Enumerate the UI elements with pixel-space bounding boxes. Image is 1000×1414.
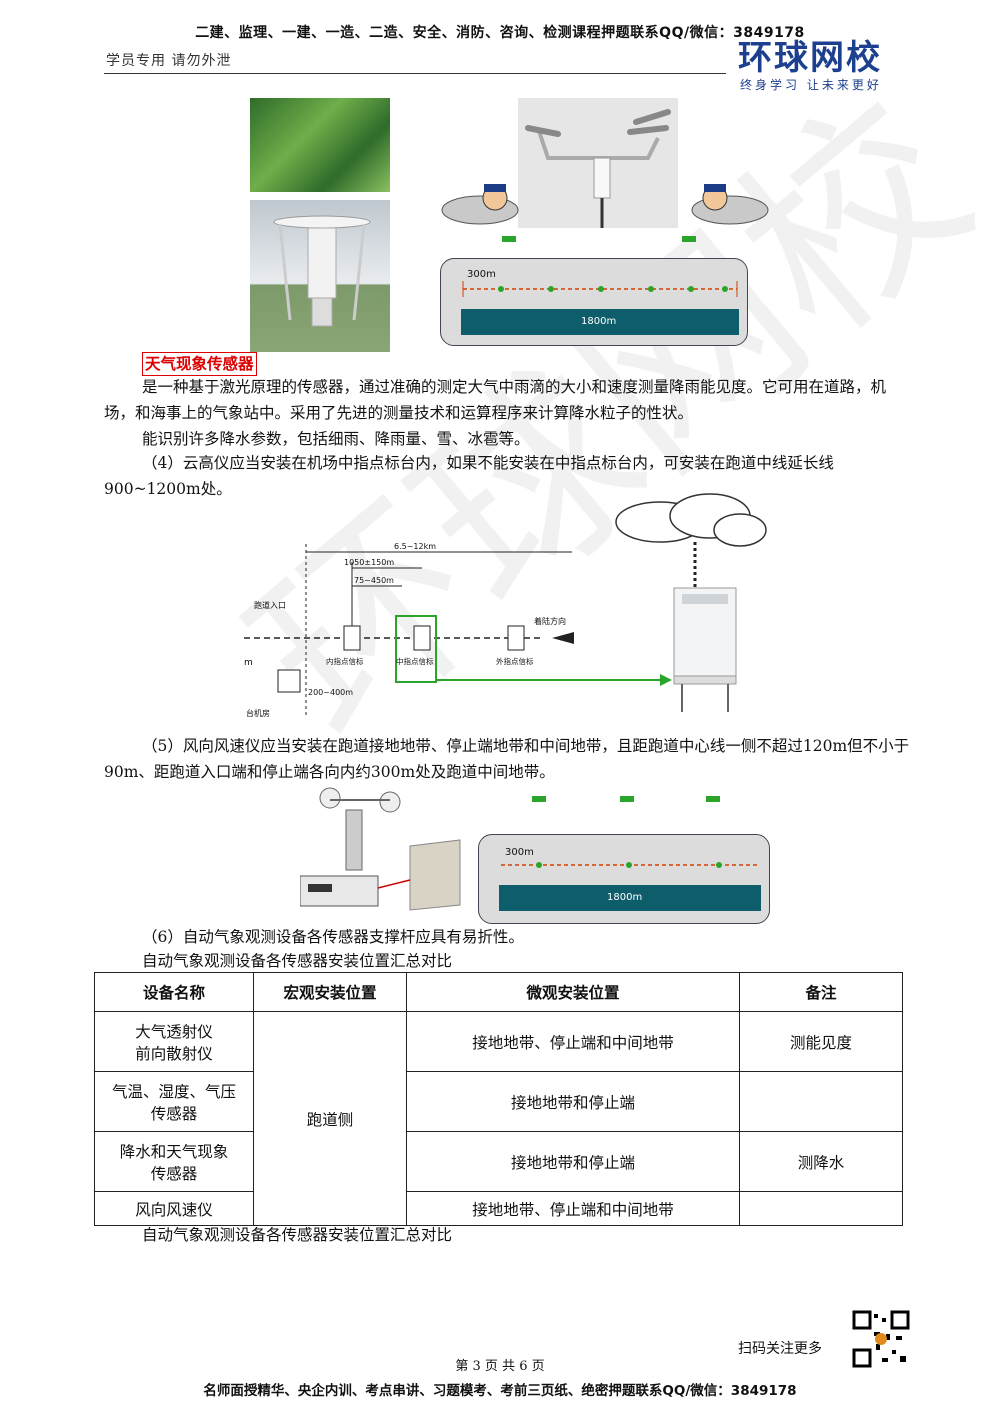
cell-note <box>739 1071 903 1132</box>
para-sensor-desc: 是一种基于激光原理的传感器，通过准确的测定大气中雨滴的大小和速度测量降雨能见度。… <box>104 378 887 422</box>
table-caption: 自动气象观测设备各传感器安装位置汇总对比 <box>142 952 453 970</box>
header-macro: 宏观安装位置 <box>253 972 407 1012</box>
logo: 环球网校 终身学习 让未来更好 <box>738 40 918 93</box>
scale-300m-label: 300m <box>467 269 496 280</box>
cell-micro: 接地地带、停止端和中间地带 <box>406 1191 740 1226</box>
table-header-row: 设备名称 宏观安装位置 微观安装位置 备注 <box>94 972 903 1012</box>
table-caption-after: 自动气象观测设备各传感器安装位置汇总对比 <box>142 1226 453 1244</box>
cell-micro: 接地地带和停止端 <box>406 1071 740 1132</box>
header-top-line: 二建、监理、一建、一造、二造、安全、消防、咨询、检测课程押题联系QQ/微信：38… <box>195 25 805 41</box>
cell-name: 气温、湿度、气压传感器 <box>94 1071 254 1132</box>
marker-green-1 <box>502 236 516 242</box>
cell-name: 降水和天气现象传感器 <box>94 1131 254 1192</box>
rain-bamboo-photo <box>250 98 390 192</box>
cell-name: 大气透射仪前向散射仪 <box>94 1011 254 1072</box>
header-name: 设备名称 <box>94 972 254 1012</box>
outer-marker-label: 外指点信标 <box>496 657 534 666</box>
cell-micro: 接地地带和停止端 <box>406 1131 740 1192</box>
station-label: 台机房 <box>246 709 270 718</box>
cell-micro: 接地地带、停止端和中间地带 <box>406 1011 740 1072</box>
marker-diagram-drawing <box>244 544 574 718</box>
airplane-left-icon <box>441 184 519 225</box>
runway-diagram-1: 300m 1800m <box>440 258 748 346</box>
footer-bottom-line: 名师面授精华、央企内训、考点串讲、习题模考、考前三页纸、绝密押题联系QQ/微信：… <box>203 1383 797 1399</box>
m-label: m <box>244 658 253 668</box>
table-row: 大气透射仪前向散射仪 跑道侧 接地地带、停止端和中间地带 测能见度 <box>94 1011 903 1226</box>
header-divider <box>104 73 726 74</box>
runway-entrance-label: 跑道入口 <box>254 601 286 610</box>
para-sensor-params: 能识别许多降水参数，包括细雨、降雨量、雪、冰雹等。 <box>142 430 530 448</box>
dist-inner-label: 75~450m <box>354 576 394 585</box>
inner-marker-label: 内指点信标 <box>326 657 364 666</box>
cell-note: 测降水 <box>739 1131 903 1192</box>
weather-sensor-photo <box>518 98 678 228</box>
precipitation-sensor-drawing <box>273 215 371 327</box>
logo-main-text: 环球网校 <box>738 38 882 78</box>
table-row: 降水和天气现象传感器 接地地带和停止端 测降水 <box>94 1131 903 1192</box>
marker-green-3 <box>532 796 546 802</box>
marker-diagram: 6.5~12km 1050±150m 75~450m 跑道入口 着陆方向 内指点… <box>244 538 584 722</box>
cell-name: 风向风速仪 <box>94 1191 254 1226</box>
table-row: 气温、湿度、气压传感器 接地地带和停止端 <box>94 1071 903 1132</box>
runway-diagram-2: 300m 1800m <box>478 834 770 924</box>
para-anemometer: （5）风向风速仪应当安装在跑道接地地带、停止端地带和中间地带，且距跑道中心线一侧… <box>104 737 910 781</box>
precipitation-sensor-photo <box>250 200 390 352</box>
cell-note <box>739 1191 903 1226</box>
marker-green-2 <box>682 236 696 242</box>
ceilometer-drawing <box>435 493 767 712</box>
anemometer-drawing <box>300 787 461 911</box>
header-micro: 微观安装位置 <box>406 972 740 1012</box>
middle-marker-label: 中指点信标 <box>396 657 434 666</box>
summary-table: 设备名称 宏观安装位置 微观安装位置 备注 大气透射仪前向散射仪 跑道侧 接地地… <box>94 972 903 1226</box>
qr-code-icon[interactable] <box>852 1310 910 1368</box>
cell-macro: 跑道侧 <box>253 1011 407 1226</box>
logo-sub-text: 终身学习 让未来更好 <box>740 78 882 92</box>
scale-1800m-label: 1800m <box>581 316 617 327</box>
dist-side-label: 200~400m <box>308 688 354 697</box>
scan-prompt: 扫码关注更多 <box>738 1341 822 1357</box>
section-title: 天气现象传感器 <box>142 352 257 376</box>
weather-sensor-drawing <box>525 109 671 228</box>
airplane-right-icon <box>691 184 769 225</box>
scale-300m-label-2: 300m <box>505 847 534 858</box>
dist-total-label: 6.5~12km <box>394 542 437 551</box>
header-left-note: 学员专用 请勿外泄 <box>106 53 232 69</box>
marker-green-5 <box>706 796 720 802</box>
runway-diagram-1-drawing <box>461 281 739 335</box>
cloud-icon <box>615 493 767 547</box>
airplane-cartoons <box>441 184 769 242</box>
landing-direction-label: 着陆方向 <box>534 617 566 626</box>
marker-green-4 <box>620 796 634 802</box>
marker-row <box>532 796 720 802</box>
page-number: 第 3 页 共 6 页 <box>455 1359 545 1374</box>
para-ceilometer: （4）云高仪应当安装在机场中指点标台内，如果不能安装在中指点标台内，可安装在跑道… <box>104 454 834 498</box>
table-row: 风向风速仪 接地地带、停止端和中间地带 <box>94 1191 903 1226</box>
runway-diagram-2-drawing <box>499 862 761 911</box>
scale-1800m-label-2: 1800m <box>607 892 643 903</box>
para-breakable: （6）自动气象观测设备各传感器支撑杆应具有易折性。 <box>142 928 524 946</box>
header-note: 备注 <box>739 972 903 1012</box>
cell-note: 测能见度 <box>739 1011 903 1072</box>
dist-mid-label: 1050±150m <box>344 558 395 567</box>
